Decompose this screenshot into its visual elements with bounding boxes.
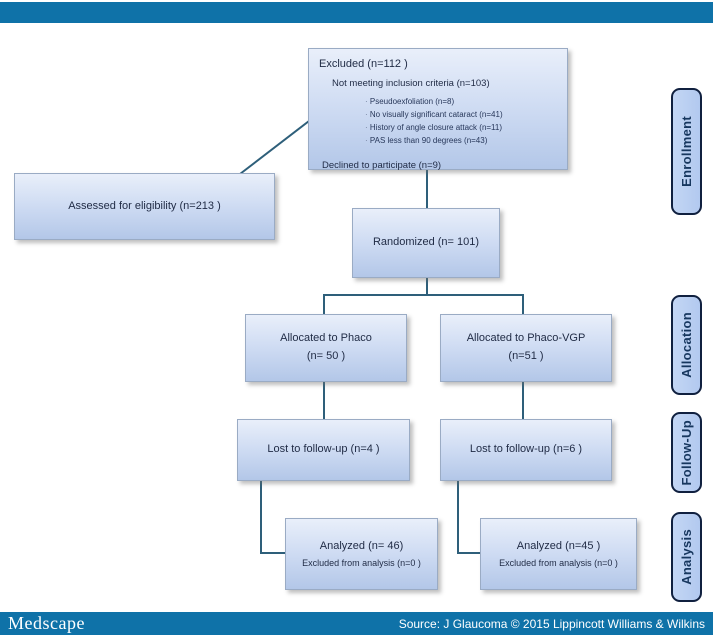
top-bar [0,2,713,23]
stage-label-follow-up: Follow-Up [671,412,702,493]
allocated-phaco-line1: Allocated to Phaco [280,332,372,345]
stage-label-enrollment-text: Enrollment [679,116,694,187]
stage-label-analysis: Analysis [671,512,702,602]
excluded-reason: No visually significant cataract (n=41) [365,108,557,121]
assessed-box: Assessed for eligibility (n=213 ) [14,173,275,240]
randomized-label: Randomized (n= 101) [372,236,480,249]
stage-label-analysis-text: Analysis [679,529,694,585]
source-credit: Source: J Glaucoma © 2015 Lippincott Wil… [398,616,705,631]
allocated-phaco-box: Allocated to Phaco (n= 50 ) [245,314,407,382]
analyzed-phaco-line1: Analyzed (n= 46) [319,540,404,552]
lost-followup-phaco-vgp-label: Lost to follow-up (n=6 ) [469,443,583,456]
lost-followup-phaco-vgp-box: Lost to follow-up (n=6 ) [440,419,612,481]
assessed-label: Assessed for eligibility (n=213 ) [68,199,221,212]
analyzed-phaco-vgp-line1: Analyzed (n=45 ) [516,540,601,552]
analyzed-phaco-vgp-box: Analyzed (n=45 ) Excluded from analysis … [480,518,637,590]
excluded-not-meeting: Not meeting inclusion criteria (n=103) [332,78,490,90]
stage-label-enrollment: Enrollment [671,88,702,215]
footer-bar: Medscape Source: J Glaucoma © 2015 Lippi… [0,612,713,635]
excluded-box: Excluded (n=112 ) Not meeting inclusion … [308,48,568,171]
excluded-reason: History of angle closure attack (n=11) [365,121,557,134]
analyzed-phaco-vgp-line2: Excluded from analysis (n=0 ) [499,557,618,568]
lost-followup-phaco-label: Lost to follow-up (n=4 ) [267,443,380,456]
allocated-phaco-line2: (n= 50 ) [306,350,346,362]
analyzed-phaco-line2: Excluded from analysis (n=0 ) [302,557,421,568]
allocated-phaco-vgp-line1: Allocated to Phaco-VGP [466,332,586,345]
allocated-phaco-vgp-box: Allocated to Phaco-VGP (n=51 ) [440,314,612,382]
stage-label-allocation: Allocation [671,295,702,395]
allocated-phaco-vgp-line2: (n=51 ) [508,350,544,362]
lost-followup-phaco-box: Lost to follow-up (n=4 ) [237,419,410,481]
excluded-reason: Pseudoexfoliation (n=8) [365,95,557,108]
excluded-title: Excluded (n=112 ) [319,58,408,70]
analyzed-phaco-box: Analyzed (n= 46) Excluded from analysis … [285,518,438,590]
stage-label-follow-up-text: Follow-Up [679,419,694,486]
excluded-reason: PAS less than 90 degrees (n=43) [365,134,557,147]
medscape-logo: Medscape [8,613,85,633]
randomized-box: Randomized (n= 101) [352,208,500,278]
excluded-declined: Declined to participate (n=9) [322,159,442,171]
stage-label-allocation-text: Allocation [679,312,694,378]
